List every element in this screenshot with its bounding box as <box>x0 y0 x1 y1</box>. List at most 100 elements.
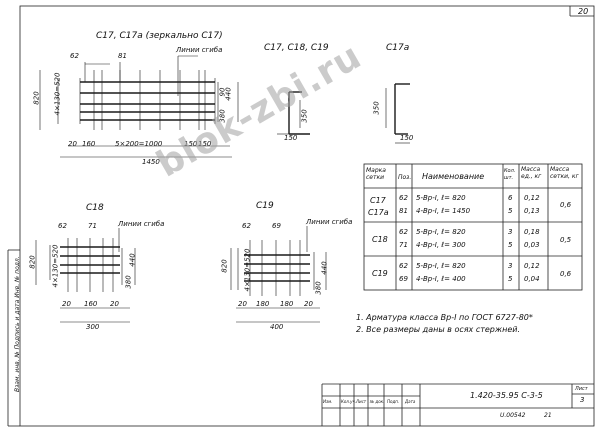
c19-dim-180b: 180 <box>280 300 294 308</box>
table-header-unit-mass: Масса ед., кг <box>521 166 542 180</box>
tb-col-doc: № док. <box>370 399 385 404</box>
c17-dim-center: 5×200=1000 <box>115 140 163 148</box>
table-pos: 69 <box>399 275 408 283</box>
table-header-mark: Марка сетки <box>366 167 386 181</box>
c18-dim-820: 820 <box>28 255 37 269</box>
c18-dim-160: 160 <box>84 300 98 308</box>
table-mass: 0,12 <box>524 262 540 270</box>
table-header-pos: Поз. <box>398 174 412 181</box>
table-item-name: 4-Вр-I, ℓ= 300 <box>416 241 466 249</box>
table-item-name: 4-Вр-I, ℓ= 400 <box>416 275 466 283</box>
section-c17a-title: С17а <box>386 43 410 53</box>
table-mark: С17 <box>370 196 386 205</box>
spec-table-lines <box>363 163 583 291</box>
c17-dim-20: 20 <box>68 140 77 148</box>
c17-dim-vert: 4×130=520 <box>53 72 62 116</box>
table-qty: 5 <box>508 241 513 249</box>
c17-dim-820: 820 <box>32 91 41 105</box>
note-1: 1. Арматура класса Вр-I по ГОСТ 6727-80* <box>356 313 533 322</box>
c19-dim-820: 820 <box>220 259 229 273</box>
table-mass: 0,12 <box>524 194 540 202</box>
section-c17a-dim-350: 350 <box>372 101 381 115</box>
c19-dim-380: 380 <box>314 281 323 295</box>
c19-dim-vert: 4×130=520 <box>243 248 252 292</box>
side-strip-text: Взам. инв. № Подпись и дата Инв. № подл. <box>14 256 21 392</box>
c19-dim-180a: 180 <box>256 300 270 308</box>
c18-bend-label: Линии сгиба <box>118 220 165 228</box>
section-c17-dim-350: 350 <box>300 109 309 123</box>
sheet-label: Лист <box>575 386 588 392</box>
table-pos: 71 <box>399 241 408 249</box>
c18-dim-62: 62 <box>58 222 67 230</box>
c18-mesh <box>35 228 136 323</box>
section-c17 <box>277 91 310 135</box>
table-item-name: 5-Вр-I, ℓ= 820 <box>416 262 466 270</box>
table-mass: 0,03 <box>524 241 540 249</box>
c19-dim-62: 62 <box>242 222 251 230</box>
c19-dim-20b: 20 <box>304 300 313 308</box>
table-item-name: 4-Вр-I, ℓ= 1450 <box>416 207 471 215</box>
section-c17-dim-150: 150 <box>284 134 298 142</box>
tb-col-list: Лист <box>356 399 367 404</box>
table-item-name: 5-Вр-I, ℓ= 820 <box>416 228 466 236</box>
c17-title: С17, С17а (зеркально С17) <box>96 31 223 41</box>
inventory-suffix: 21 <box>544 412 552 419</box>
c17-mesh <box>39 55 239 158</box>
table-total-mass: 0,6 <box>560 201 572 209</box>
table-mass: 0,18 <box>524 228 540 236</box>
c19-mesh <box>230 226 327 323</box>
table-header-mesh-mass: Масса сетки, кг <box>550 166 579 180</box>
table-total-mass: 0,5 <box>560 236 572 244</box>
c17-dim-440: 440 <box>224 87 233 101</box>
inventory-number: U.00542 <box>500 412 526 419</box>
c18-dim-440: 440 <box>128 253 137 267</box>
table-mark: С17а <box>368 208 389 217</box>
tb-col-kol: Кол.уч. <box>341 399 357 404</box>
table-qty: 3 <box>508 262 513 270</box>
c19-dim-440: 440 <box>320 261 329 275</box>
document-code: 1.420-35.95 С-3-5 <box>470 391 543 400</box>
c19-dim-400: 400 <box>270 323 284 331</box>
c18-dim-300: 300 <box>86 323 100 331</box>
c17-dim-160: 160 <box>82 140 96 148</box>
c18-dim-20a: 20 <box>62 300 71 308</box>
c18-title: С18 <box>86 203 104 213</box>
table-total-mass: 0,6 <box>560 270 572 278</box>
table-qty: 5 <box>508 207 513 215</box>
table-mark: С18 <box>372 235 388 244</box>
table-qty: 5 <box>508 275 513 283</box>
table-mass: 0,13 <box>524 207 540 215</box>
table-pos: 62 <box>399 194 408 202</box>
section-c17-title: С17, С18, С19 <box>264 43 329 53</box>
c18-dim-71: 71 <box>88 222 97 230</box>
c19-dim-69: 69 <box>272 222 281 230</box>
table-item-name: 5-Вр-I, ℓ= 820 <box>416 194 466 202</box>
c17-dim-150b: 150 <box>198 140 212 148</box>
table-header-qty: Кол. шт. <box>504 168 516 181</box>
title-block-lines <box>321 383 594 426</box>
tb-col-data: Дата <box>405 399 416 404</box>
c17-dim-1450: 1450 <box>142 158 160 166</box>
table-mass: 0,04 <box>524 275 540 283</box>
tb-col-podp: Подп. <box>387 399 400 404</box>
c17-dim-81: 81 <box>118 52 127 60</box>
c18-dim-20b: 20 <box>110 300 119 308</box>
table-pos: 62 <box>399 228 408 236</box>
section-c17a-dim-150: 150 <box>400 134 414 142</box>
c19-dim-20a: 20 <box>238 300 247 308</box>
tb-col-izm: Изм. <box>323 399 333 404</box>
table-header-name: Наименование <box>422 172 485 181</box>
c17-dim-150a: 150 <box>184 140 198 148</box>
table-pos: 62 <box>399 262 408 270</box>
table-mark: С19 <box>372 269 388 278</box>
c19-title: С19 <box>256 201 274 211</box>
section-c17a <box>385 83 410 144</box>
c18-dim-vert: 4×130=520 <box>51 244 60 288</box>
table-qty: 3 <box>508 228 513 236</box>
table-qty: 6 <box>508 194 513 202</box>
c17-bend-label: Линии сгиба <box>176 46 223 54</box>
page-number: 20 <box>578 7 589 16</box>
sheet-number: 3 <box>580 396 585 404</box>
